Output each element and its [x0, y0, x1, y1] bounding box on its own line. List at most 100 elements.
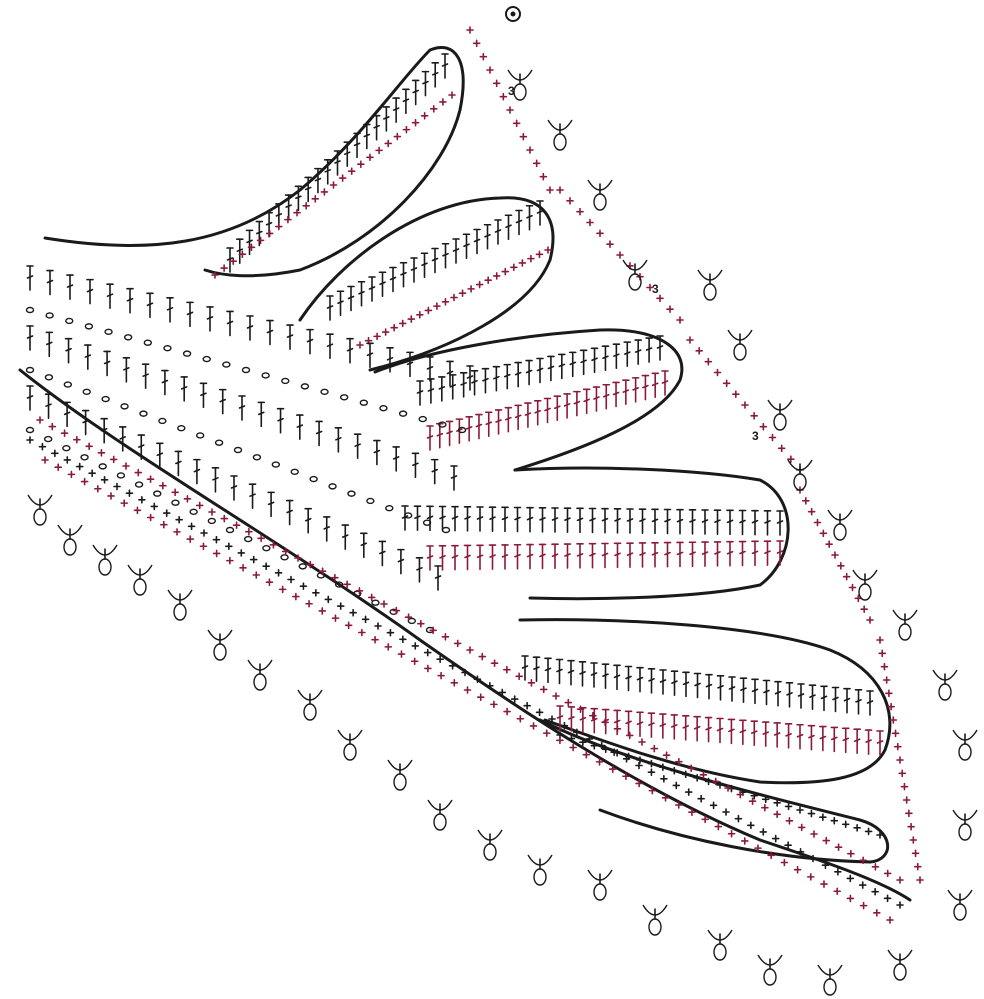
picot-drop [764, 969, 776, 985]
dc-stitch [278, 419, 283, 421]
chain-stitch [348, 491, 355, 496]
dc-stitch [638, 722, 643, 724]
dc-stitch [633, 388, 638, 390]
chain-stitch [245, 537, 252, 542]
dc-stitch [257, 232, 262, 234]
picot-drop [534, 869, 546, 885]
dc-stitch [534, 667, 539, 669]
picot-edge [28, 70, 977, 995]
dc-stitch [433, 259, 438, 261]
dc-stitch [678, 520, 683, 522]
dc-stitch [672, 725, 677, 727]
picot-drop [134, 579, 146, 595]
dc-stitch [201, 393, 206, 395]
dc-stitch [565, 518, 570, 520]
dc-stitch [388, 358, 393, 360]
dc-stitch [553, 554, 558, 556]
petal-outlines [20, 48, 910, 901]
picot-drop [514, 84, 526, 100]
dc-stitch [565, 554, 570, 556]
picot-loop [588, 180, 612, 210]
chain-stitch [329, 484, 336, 489]
dc-stitch [538, 211, 543, 213]
dc-stitch [540, 554, 545, 556]
dc-stitch [553, 518, 558, 520]
dc-stitch [237, 249, 242, 251]
dc-stitch [578, 554, 583, 556]
dc-stitch [615, 675, 620, 677]
dc-stitch [461, 383, 466, 385]
dc-stitch [228, 258, 233, 260]
dc-stitch [753, 551, 758, 553]
chain-stitch [253, 455, 260, 460]
dc-stitch [374, 451, 379, 453]
dc-stitch [856, 700, 861, 702]
dc-stitch [515, 555, 520, 557]
chain-stitch [136, 482, 143, 487]
round-marker-label-b: 3 [652, 282, 659, 296]
dc-stitch [843, 738, 848, 740]
chain-stitch [102, 397, 109, 402]
picot-drop [939, 684, 951, 700]
dc-stitch [259, 412, 264, 414]
dc-stitch [845, 699, 850, 701]
dc-stitch [476, 425, 481, 427]
picot-loop [768, 400, 792, 430]
dc-stitch [810, 695, 815, 697]
picot-loop [298, 690, 322, 720]
dc-stitch [478, 517, 483, 519]
dc-stitch [515, 518, 520, 520]
picot-loop [893, 610, 917, 640]
dc-stitch [715, 520, 720, 522]
dc-stitch [614, 392, 619, 394]
dc-stitch [478, 555, 483, 557]
dc-stitch [128, 299, 133, 301]
dc-stitch [296, 196, 301, 198]
dc-stitch [68, 285, 73, 287]
dc-stitch [707, 685, 712, 687]
dc-stitch [603, 674, 608, 676]
chain-stitch [341, 395, 348, 400]
dc-stitch [636, 350, 641, 352]
picot-drop [394, 774, 406, 790]
dc-stitch [535, 411, 540, 413]
dc-stitch [672, 681, 677, 683]
dc-stitch [66, 349, 71, 351]
dc-stitch [453, 517, 458, 519]
dc-stitch [603, 554, 608, 556]
dc-stitch [228, 321, 233, 323]
dc-stitch [505, 375, 510, 377]
chain-stitch [172, 500, 179, 505]
dc-stitch [380, 551, 385, 553]
dc-stitch [775, 733, 780, 735]
dc-stitch [391, 278, 396, 280]
chain-stitch [400, 411, 407, 416]
dc-stitch [465, 517, 470, 519]
dc-stitch [626, 721, 631, 723]
chain-stitch [299, 564, 306, 569]
dc-stitch [558, 716, 563, 718]
dc-stitch [443, 64, 448, 66]
picot-loop [818, 965, 842, 995]
picot-loop [388, 760, 412, 790]
dc-stitch [486, 422, 491, 424]
dc-stitch [188, 312, 193, 314]
dc-stitch [306, 519, 311, 521]
dc-stitch [88, 290, 93, 292]
dc-stitch [120, 437, 125, 439]
picot-loop [623, 260, 647, 290]
dc-stitch [475, 240, 480, 242]
picot-drop [344, 744, 356, 760]
dc-stitch [765, 521, 770, 523]
dc-stitch [401, 273, 406, 275]
dc-stitch [247, 240, 252, 242]
dc-stitch [328, 306, 333, 308]
chain-stitch [164, 346, 171, 351]
dc-stitch [540, 518, 545, 520]
picot-loop [643, 905, 667, 935]
dc-stitch [643, 386, 648, 388]
dc-stitch [494, 377, 499, 379]
dc-stitch [28, 276, 33, 278]
chain-stitch [184, 351, 191, 356]
picot-drop [484, 844, 496, 860]
